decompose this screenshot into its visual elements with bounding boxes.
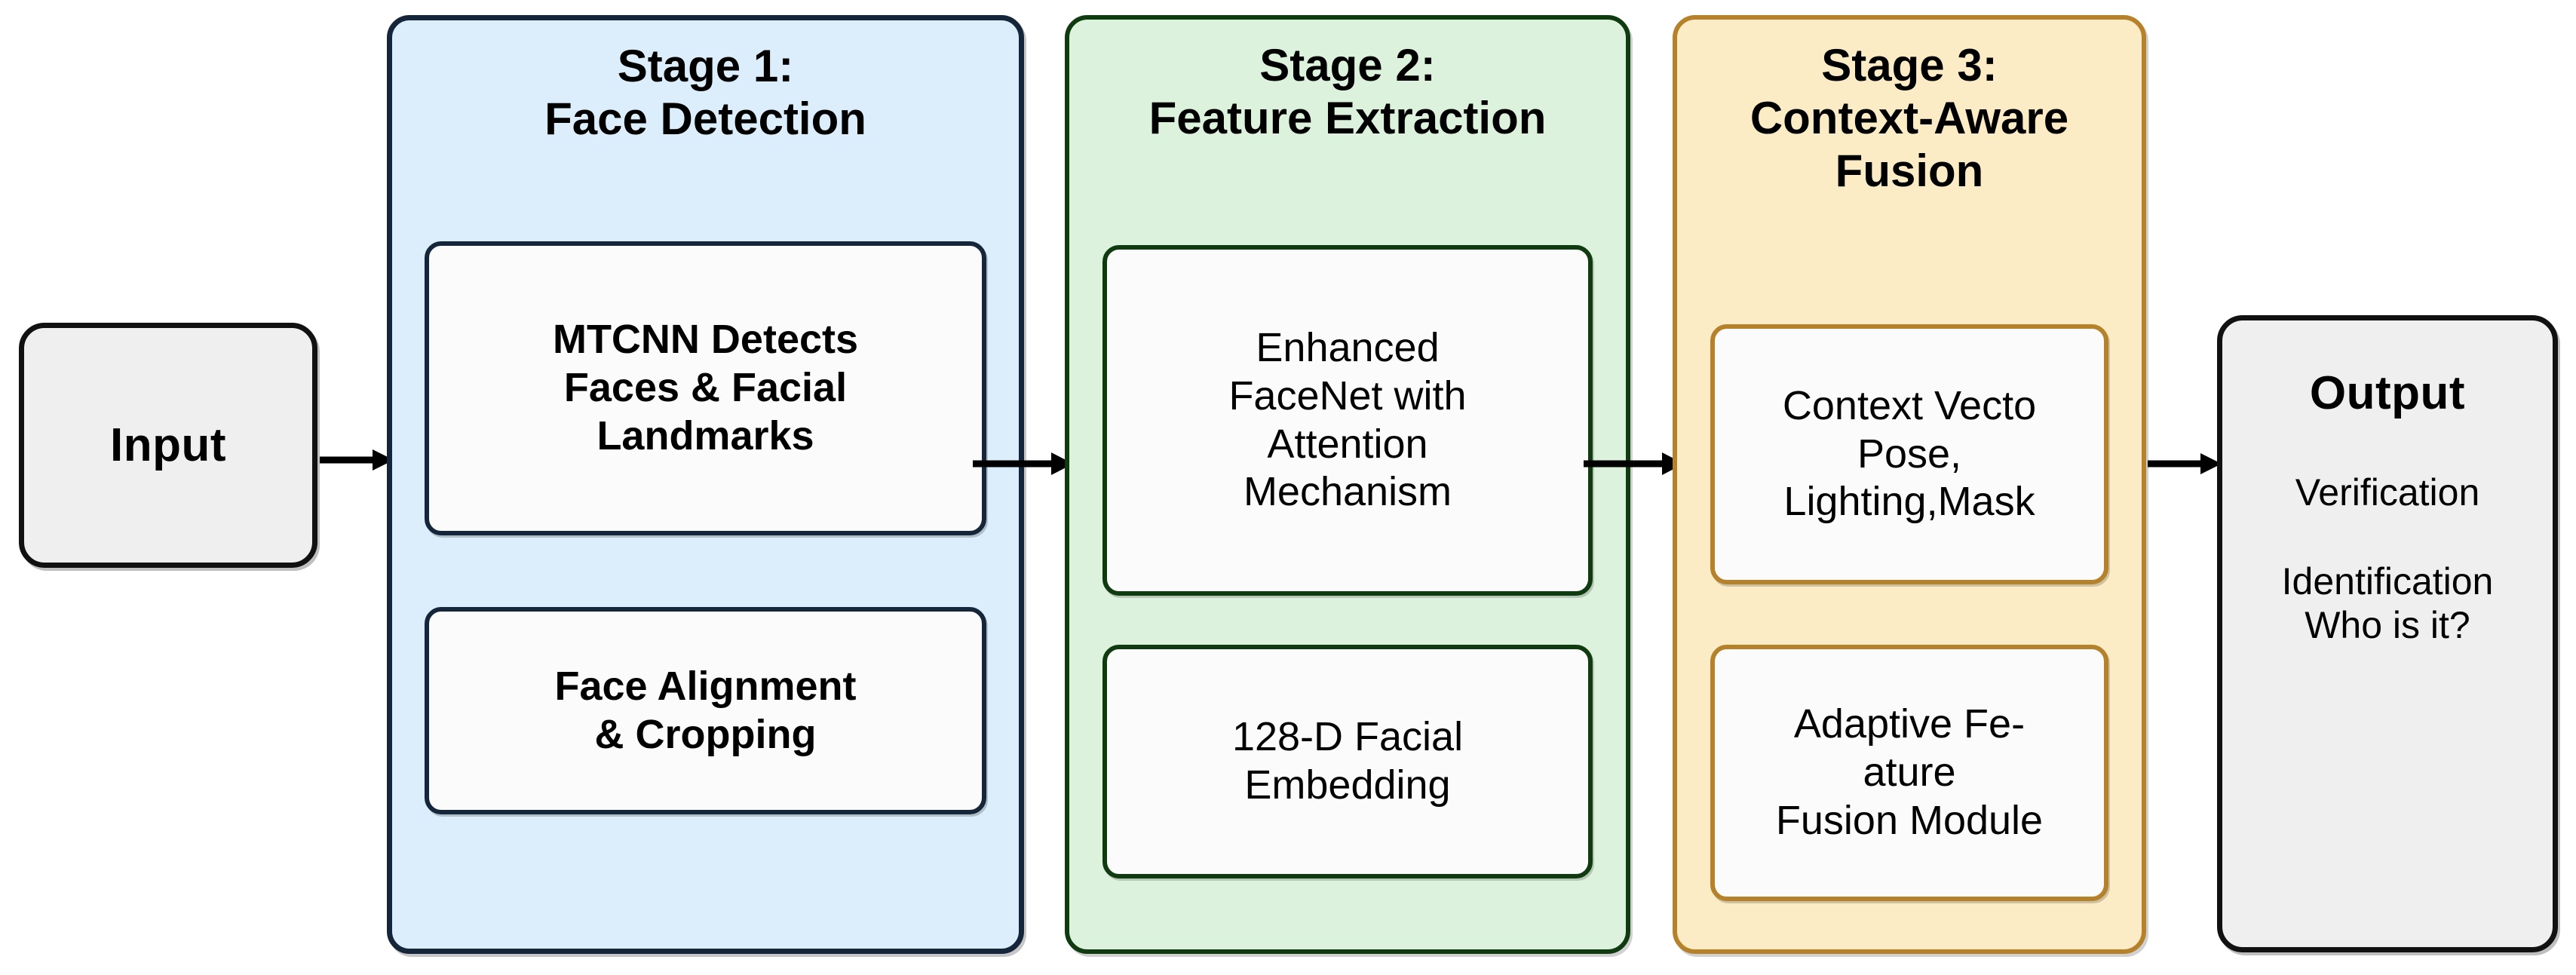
- stage-3-title: Stage 3: Context-Aware Fusion: [1750, 40, 2069, 197]
- stage-3-box-context-vector-text: Context Vecto Pose, Lighting,Mask: [1782, 382, 2037, 525]
- output-node: Output Verification Identification Who i…: [2217, 315, 2558, 952]
- stage-2-box-enhanced-facenet: Enhanced FaceNet with Attention Mechanis…: [1102, 245, 1593, 596]
- arrow-stage1-to-stage2: [973, 449, 1075, 479]
- arrow-input-to-stage1: [320, 445, 395, 475]
- output-verification-label: Verification: [2295, 471, 2480, 514]
- stage-3-box-context-vector: Context Vecto Pose, Lighting,Mask: [1710, 324, 2108, 584]
- stage-1-title: Stage 1: Face Detection: [544, 41, 866, 145]
- stage-2-box-facial-embedding-text: 128-D Facial Embedding: [1231, 714, 1464, 808]
- stage-3-box-adaptive-fusion: Adaptive Fe- ature Fusion Module: [1710, 645, 2108, 901]
- output-identification-label: Identification Who is it?: [2281, 560, 2494, 647]
- stage-2-box-facial-embedding: 128-D Facial Embedding: [1102, 645, 1593, 878]
- arrow-stage2-to-stage3: [1584, 449, 1685, 479]
- stage-1-box-mtcnn-detect: MTCNN Detects Faces & Facial Landmarks: [425, 241, 986, 535]
- stage-1-box-face-alignment: Face Alignment & Cropping: [425, 607, 986, 814]
- input-label: Input: [110, 419, 226, 471]
- stage-2-box-enhanced-facenet-text: Enhanced FaceNet with Attention Mechanis…: [1228, 325, 1467, 515]
- input-node: Input: [19, 323, 317, 568]
- stage-1-box-mtcnn-detect-text: MTCNN Detects Faces & Facial Landmarks: [552, 317, 859, 458]
- stage-1-box-face-alignment-text: Face Alignment & Cropping: [554, 663, 857, 757]
- arrow-stage3-to-output: [2148, 449, 2223, 479]
- output-title: Output: [2309, 367, 2466, 419]
- stage-3-box-adaptive-fusion-text: Adaptive Fe- ature Fusion Module: [1775, 701, 2044, 843]
- stage-2-title: Stage 2: Feature Extraction: [1148, 40, 1547, 144]
